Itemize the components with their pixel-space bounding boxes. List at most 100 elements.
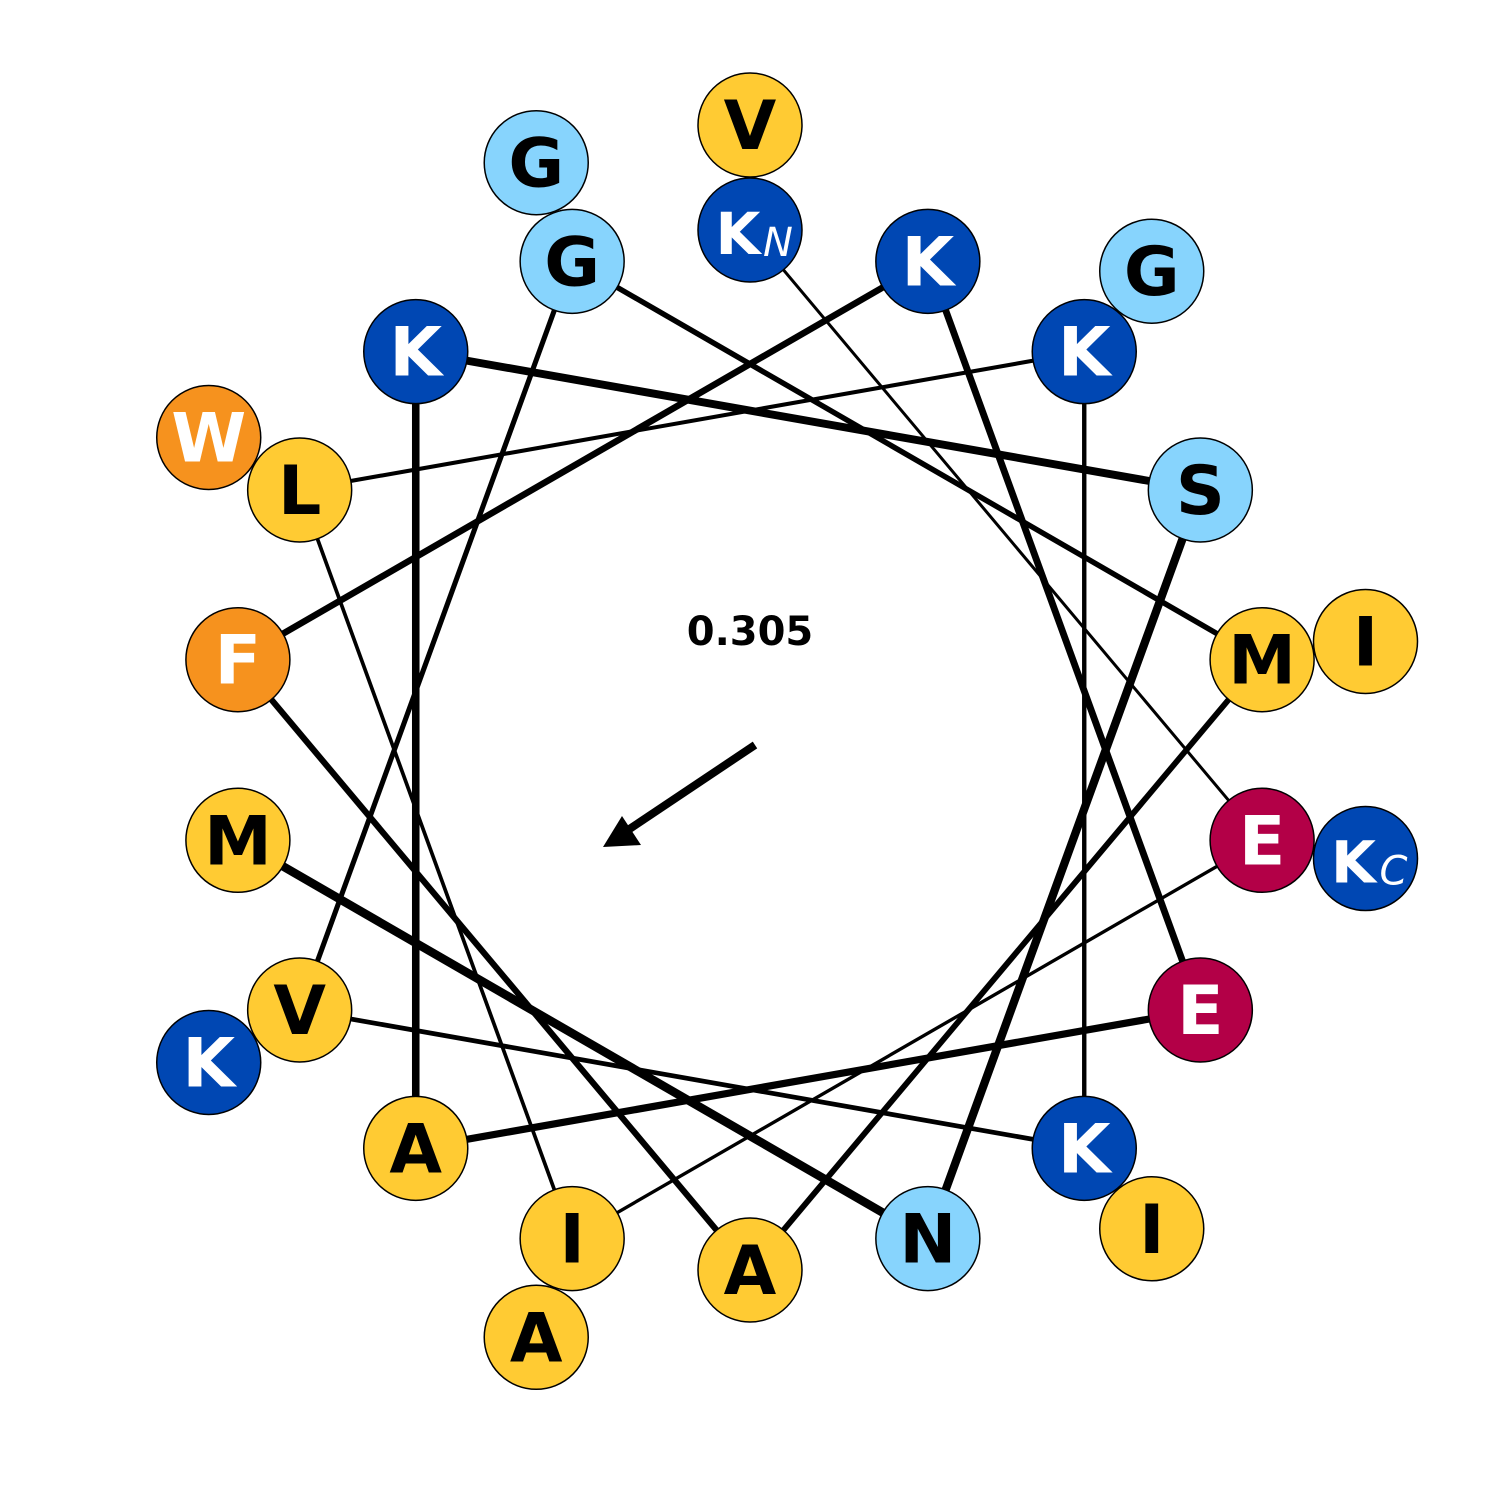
residue-letter: K — [1058, 314, 1113, 393]
residue-outer-19: V — [697, 72, 803, 178]
residue-inner-4: L — [246, 437, 353, 543]
residue-outer-22: W — [155, 384, 262, 491]
residue-outer-23: G — [1098, 218, 1205, 324]
residue-circle — [185, 787, 291, 894]
residue-circle — [1031, 1095, 1137, 1202]
residue-inner-16: S — [1147, 437, 1254, 543]
residue-circle — [875, 208, 981, 315]
residue-letter: A — [510, 1299, 563, 1378]
helix-connection — [415, 347, 1202, 494]
terminus-subscript: C — [1380, 849, 1408, 895]
residue-inner-18: M — [185, 787, 291, 894]
residue-circle — [519, 1185, 625, 1292]
residue-circle — [1031, 298, 1137, 405]
residue-circle — [1147, 437, 1254, 543]
residue-circle — [697, 72, 803, 178]
residue-circle — [1098, 1176, 1205, 1282]
helix-connection — [299, 1007, 1085, 1151]
residue-letter: N — [899, 1201, 956, 1280]
residue-circle — [1312, 588, 1419, 695]
hydrophobic-moment-value: 0.305 — [687, 609, 814, 655]
helix-connection — [297, 260, 575, 1011]
helix-connection — [415, 1006, 1201, 1152]
helix-connection — [235, 836, 931, 1243]
residue-circle — [697, 1217, 803, 1323]
helix-connection — [299, 349, 1085, 492]
residue-inner-3: I — [519, 1185, 625, 1292]
helix-connection — [297, 489, 574, 1240]
residue-letter: S — [1176, 452, 1225, 531]
helix-connection — [923, 488, 1205, 1241]
residue-inner-9: M — [1209, 606, 1315, 713]
residue-letter: G — [508, 125, 564, 204]
residue-circle — [155, 1009, 262, 1116]
residue-circle — [1209, 787, 1315, 894]
helix-connection — [570, 258, 1264, 663]
residue-circle — [1312, 805, 1419, 912]
residue-inner-7: V — [246, 957, 353, 1063]
residue-inner-13: E — [1147, 957, 1254, 1063]
helix-connection — [747, 657, 1265, 1272]
residue-letter: M — [204, 802, 272, 881]
residue-circle — [246, 437, 353, 543]
residue-circle — [1098, 218, 1205, 324]
residue-letter: I — [1353, 603, 1378, 682]
residue-letter: M — [1228, 622, 1296, 701]
residue-letter: V — [273, 972, 326, 1051]
residue-letter: A — [389, 1110, 442, 1189]
arrow-icon — [603, 816, 641, 847]
arrow-shaft — [625, 741, 758, 834]
residue-inner-8: G — [519, 208, 625, 315]
residue-inner-6: K — [1031, 1095, 1137, 1202]
residue-outer-27: I — [1312, 588, 1419, 695]
residue-letter: W — [171, 400, 246, 479]
residue-circle — [155, 384, 262, 491]
residue-letter: K — [389, 314, 444, 393]
residue-inner-14: A — [363, 1095, 469, 1202]
residue-circle — [483, 109, 589, 216]
residue-letter: K — [901, 223, 956, 302]
residue-letter: L — [278, 452, 321, 531]
residue-inner-15: K — [363, 298, 469, 405]
helix-connection — [235, 657, 753, 1272]
residue-inner-12: K — [875, 208, 981, 315]
residue-letter: E — [1239, 802, 1285, 881]
residue-inner-5: K — [1031, 298, 1137, 405]
residue-letter: A — [724, 1232, 777, 1311]
hydrophobic-moment-arrow — [603, 741, 758, 847]
residue-circle — [483, 1284, 589, 1391]
residue-inner-17: N — [875, 1185, 981, 1292]
residue-letter: E — [1177, 972, 1223, 1051]
residue-outer-26: G — [483, 109, 589, 216]
residue-letter: I — [559, 1201, 584, 1280]
residue-letter: I — [1139, 1191, 1164, 1270]
residue-circle — [246, 957, 353, 1063]
residue-circle — [363, 1095, 469, 1202]
helix-connection — [748, 229, 1264, 842]
residue-letter: G — [544, 223, 600, 302]
residue-circle — [519, 208, 625, 315]
residue-circle — [1209, 606, 1315, 713]
residue-circle — [697, 177, 803, 283]
helix-connection — [571, 838, 1263, 1241]
residue-outer-24: I — [1098, 1176, 1205, 1282]
residue-letter: G — [1124, 233, 1180, 312]
residue-outer-21: A — [483, 1284, 589, 1391]
residue-letter: K — [182, 1025, 237, 1104]
terminus-subscript: N — [763, 220, 793, 266]
residue-inner-2: E — [1209, 787, 1315, 894]
residue-circle — [1147, 957, 1254, 1063]
residue-inner-10: A — [697, 1217, 803, 1323]
helix-connection — [236, 258, 930, 663]
helix-connection — [924, 260, 1204, 1012]
helix-connections — [235, 229, 1265, 1272]
residue-letter: K — [1058, 1110, 1113, 1189]
residue-inner-11: F — [185, 606, 291, 713]
residue-outer-25: K — [155, 1009, 262, 1116]
residue-letter: V — [724, 87, 777, 166]
